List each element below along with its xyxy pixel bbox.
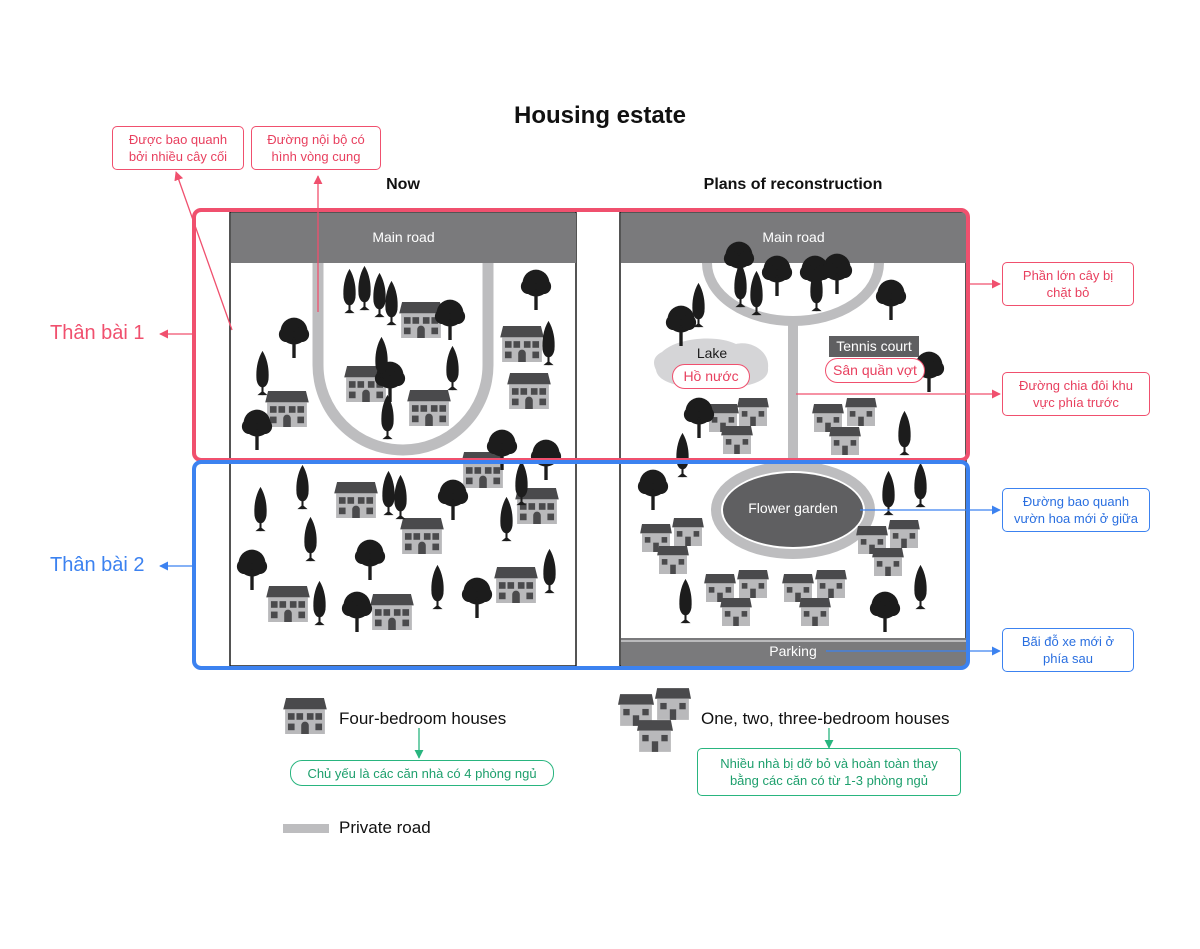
main-road-now xyxy=(231,213,576,263)
small-house xyxy=(829,427,861,455)
four-bedroom-house xyxy=(400,518,444,554)
small-house xyxy=(657,546,689,574)
lake-label: Lake xyxy=(696,345,728,361)
four-bedroom-house xyxy=(334,482,378,518)
legend-four-bedroom-icon xyxy=(283,698,327,734)
four-bedroom-house xyxy=(265,391,309,427)
small-house xyxy=(815,570,847,598)
plans-title: Plans of reconstruction xyxy=(703,176,883,193)
small-house xyxy=(799,598,831,626)
four-bedroom-house xyxy=(494,567,538,603)
legend-private-road: Private road xyxy=(339,818,431,837)
small-house xyxy=(888,520,920,548)
legend-private-road-swatch xyxy=(283,824,329,833)
small-house xyxy=(737,398,769,426)
tennis-court xyxy=(829,336,919,357)
section-body1: Thân bài 1 xyxy=(50,322,145,344)
main-road-now-label: Main road xyxy=(372,229,435,245)
small-house xyxy=(672,518,704,546)
body2-frame xyxy=(192,460,970,670)
legend-four-bedroom: Four-bedroom houses xyxy=(339,709,507,728)
tennis-court-label: Tennis court xyxy=(836,338,912,354)
four-bedroom-house xyxy=(407,390,451,426)
small-house xyxy=(704,574,736,602)
parking-lot xyxy=(621,638,966,666)
main-road-plan xyxy=(621,213,966,263)
tennis-vi-pill: Sân quần vợt xyxy=(825,358,925,383)
small-house xyxy=(845,398,877,426)
small-house xyxy=(720,598,752,626)
private-road-plan-top-loop xyxy=(702,262,884,326)
lake-vi-pill: Hồ nước xyxy=(672,364,750,389)
small-house xyxy=(872,548,904,576)
four-bedroom-house xyxy=(461,452,505,488)
parking-label: Parking xyxy=(769,643,817,659)
legend-small-houses: One, two, three-bedroom houses xyxy=(701,709,950,728)
private-road-now xyxy=(312,263,494,456)
four-bedroom-house xyxy=(370,594,414,630)
flower-garden xyxy=(723,473,863,547)
arrow-trees-surround xyxy=(174,171,233,331)
now-title: Now xyxy=(386,176,420,193)
small-house xyxy=(782,574,814,602)
flower-garden-label: Flower garden xyxy=(748,500,838,516)
small-house xyxy=(721,426,753,454)
section-body2: Thân bài 2 xyxy=(50,554,145,576)
four-bedroom-house xyxy=(500,326,544,362)
legend-small-house-icon-2 xyxy=(655,688,691,720)
legend-small-house-icon-3 xyxy=(637,720,673,752)
main-road-plan-label: Main road xyxy=(762,229,825,245)
page-title: Housing estate xyxy=(513,102,687,129)
four-bedroom-house xyxy=(507,373,551,409)
note-four-bed: Chủ yếu là các căn nhà có 4 phòng ngủ xyxy=(290,760,554,786)
small-house xyxy=(737,570,769,598)
four-bedroom-house xyxy=(266,586,310,622)
